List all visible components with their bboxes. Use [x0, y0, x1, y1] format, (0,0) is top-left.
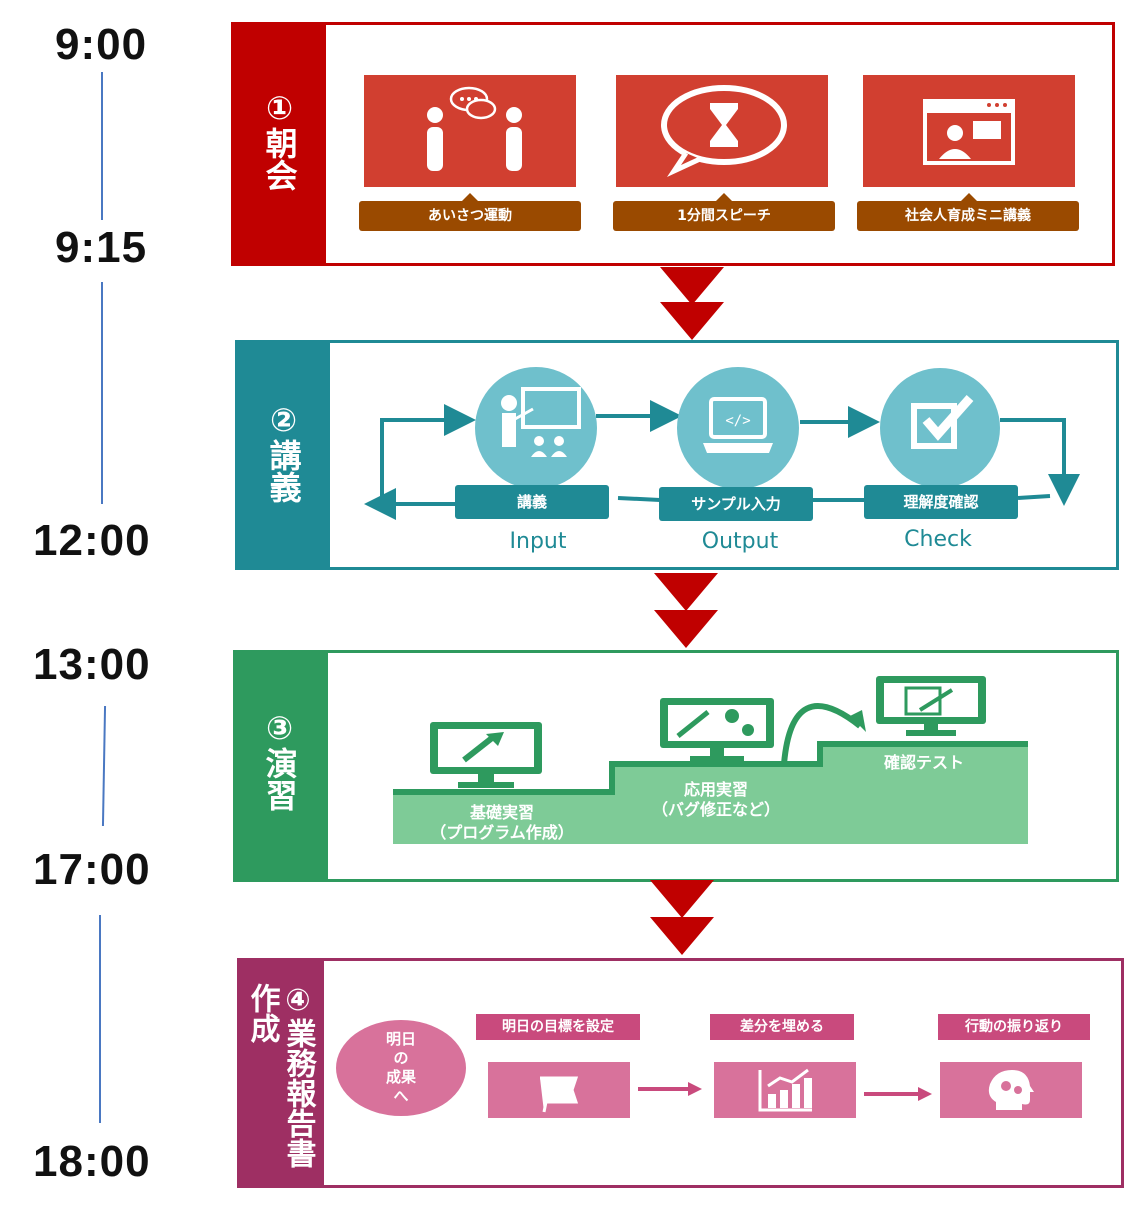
section-title: ②講義 — [264, 401, 303, 503]
video-meeting-icon — [923, 99, 1015, 165]
flow-arrow — [650, 880, 714, 918]
section-tab: ③演習 — [236, 653, 328, 879]
output-caption: Output — [701, 529, 779, 554]
comprehension-label: 理解度確認 — [864, 485, 1018, 519]
timeline-line — [101, 72, 103, 220]
section-title: ④業務報告書 — [280, 983, 316, 1168]
time-label: 12:00 — [33, 516, 151, 565]
time-label: 17:00 — [33, 845, 151, 894]
flow-arrow — [650, 917, 714, 955]
exercise-steps — [393, 676, 1028, 844]
pointer — [716, 193, 732, 201]
test-label: 確認テスト — [883, 753, 964, 772]
gap-card — [714, 1062, 856, 1118]
timeline-line — [101, 705, 107, 827]
flow-arrow — [660, 302, 724, 340]
section-tab: ②講義 — [238, 343, 330, 567]
bubble-line: 成果 — [385, 1068, 416, 1086]
edit-monitor-icon — [876, 676, 986, 736]
conversation-icon — [427, 86, 522, 171]
greeting-card — [364, 75, 576, 187]
fill-gap-label: 差分を埋める — [710, 1014, 854, 1040]
time-label: 9:00 — [55, 20, 148, 69]
section-title-sub: 作成 — [244, 983, 280, 1043]
time-label: 13:00 — [33, 640, 151, 689]
flag-icon — [540, 1076, 579, 1113]
bubble-line: の — [393, 1049, 409, 1067]
reflection-card — [940, 1062, 1082, 1118]
lecture-cycle-arrows — [364, 400, 1080, 520]
section-title: ①朝会 — [260, 89, 299, 191]
growth-chart-icon — [758, 1068, 812, 1112]
set-goal-label: 明日の目標を設定 — [476, 1014, 640, 1040]
time-label: 9:15 — [55, 223, 148, 272]
applied-exercise-sub: （バグ修正など） — [651, 800, 780, 819]
flow-arrow — [660, 267, 724, 305]
presenter-icon — [501, 387, 581, 457]
hourglass-speech-icon — [661, 85, 787, 177]
reflection-label: 行動の振り返り — [938, 1014, 1090, 1040]
checkbox-icon — [911, 395, 974, 449]
report-flow-arrows — [638, 1082, 932, 1101]
flow-arrow — [654, 573, 718, 611]
check-caption: Check — [904, 527, 972, 552]
laptop-code-icon: </> — [703, 397, 773, 453]
input-caption: Input — [509, 529, 567, 554]
basic-exercise-sub: （プログラム作成） — [430, 823, 574, 842]
timeline-line — [101, 282, 103, 504]
bubble-line: 明日 — [385, 1030, 416, 1048]
greeting-label: あいさつ運動 — [359, 201, 581, 231]
mini-lecture-label: 社会人育成ミニ講義 — [857, 201, 1079, 231]
section-tab: ④業務報告書 作成 — [240, 961, 324, 1185]
speech-card — [616, 75, 828, 187]
pointer — [961, 193, 977, 201]
goal-bubble: 明日 の 成果 へ — [336, 1020, 466, 1116]
section-tab: ①朝会 — [234, 25, 326, 263]
goal-card — [488, 1062, 630, 1118]
sample-input-label: サンプル入力 — [659, 487, 813, 521]
speech-label: 1分間スピーチ — [613, 201, 835, 231]
hammer-monitor-icon — [430, 722, 542, 788]
tools-monitor-icon — [660, 698, 774, 762]
time-label: 18:00 — [33, 1137, 151, 1186]
bubble-line: へ — [393, 1087, 409, 1105]
lecture-card — [863, 75, 1075, 187]
check-circle — [880, 368, 1000, 488]
head-gears-icon — [988, 1070, 1034, 1110]
pointer — [462, 193, 478, 201]
lecture-label: 講義 — [455, 485, 609, 519]
svg-text:</>: </> — [725, 413, 750, 429]
output-circle: </> — [677, 367, 799, 489]
flow-arrow — [654, 610, 718, 648]
basic-exercise-label: 基礎実習 — [469, 803, 534, 822]
input-circle — [475, 367, 597, 489]
section-title: ③演習 — [260, 709, 299, 811]
timeline-line — [99, 915, 101, 1123]
applied-exercise-label: 応用実習 — [683, 780, 748, 799]
